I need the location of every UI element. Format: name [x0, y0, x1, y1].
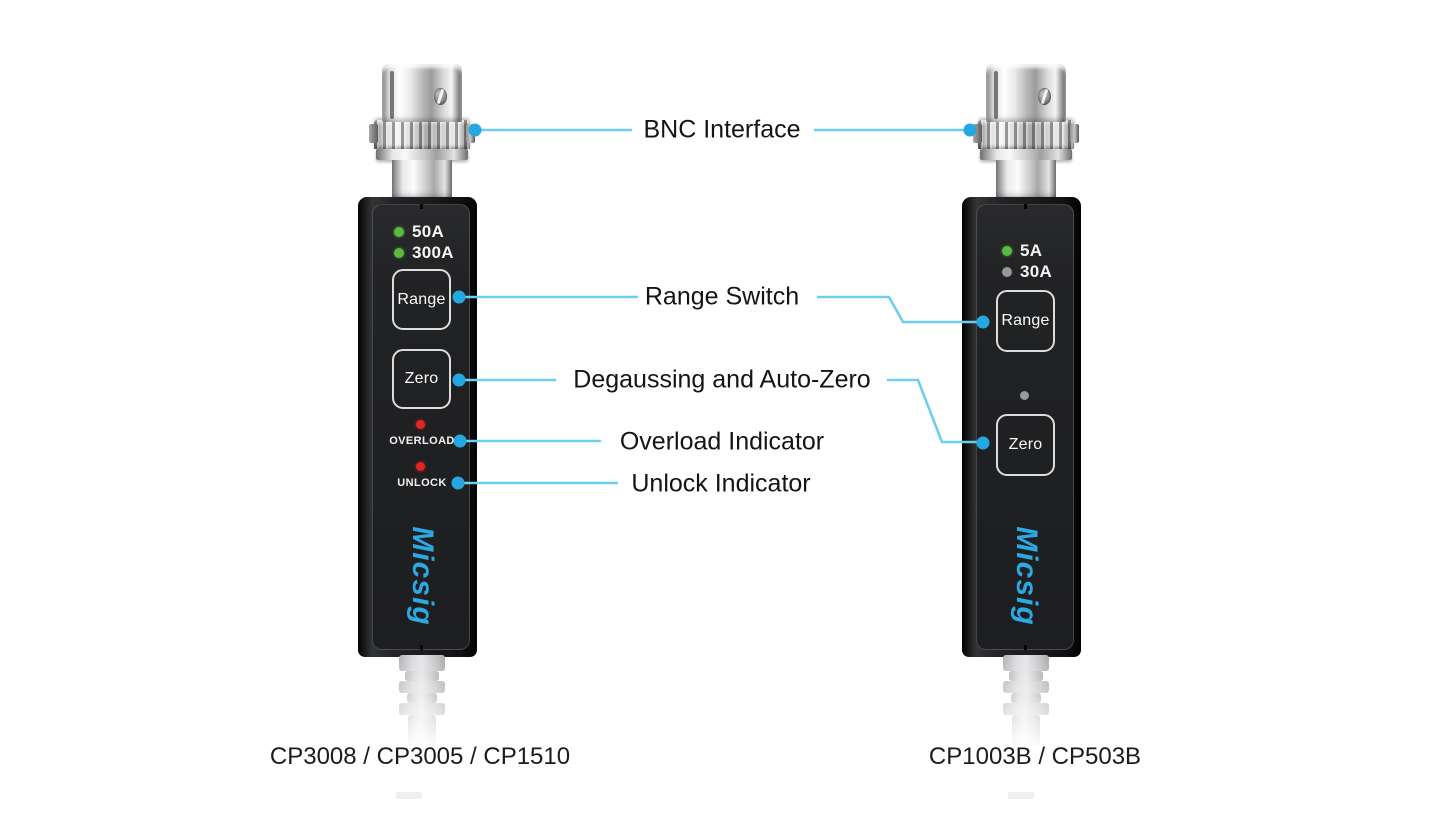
unlock-led [416, 462, 425, 471]
led-30a [1002, 267, 1012, 277]
zero-button-label: Zero [404, 370, 439, 387]
range-led-row: 30A [1002, 262, 1053, 281]
unlock-label: UNLOCK [397, 477, 447, 489]
range-led-row: 300A [394, 243, 454, 262]
bnc-coupling-ring [978, 120, 1074, 149]
range-line-right [817, 295, 981, 324]
panel-seam [1024, 204, 1027, 209]
overload-label: OVERLOAD [389, 435, 455, 447]
unlock-indicator-label: Unlock Indicator [631, 469, 811, 498]
bnc-bayonet-lug [466, 124, 475, 143]
bnc-flange [980, 149, 1072, 160]
panel-seam [1024, 645, 1027, 650]
cable-reflection [396, 792, 422, 799]
caption-right-models: CP1003B / CP503B [928, 743, 1142, 770]
bnc-bayonet-lug [973, 124, 982, 143]
cable-fade [380, 658, 464, 778]
bnc-flange [376, 149, 468, 160]
bnc-connector-top [382, 64, 462, 122]
bnc-slot [390, 71, 394, 119]
led-label-5a: 5A [1020, 241, 1043, 260]
caption-left-models: CP3008 / CP3005 / CP1510 [269, 743, 571, 770]
micsig-logo: Micsig [1010, 526, 1043, 626]
bnc-bayonet-lug [369, 124, 378, 143]
bnc-bayonet-lug [1070, 124, 1079, 143]
range-switch-label: Range Switch [644, 282, 800, 311]
led-label-50a: 50A [412, 222, 445, 241]
bnc-coupling-ring [374, 120, 470, 149]
range-button: Range [392, 269, 451, 330]
led-300a [394, 248, 404, 258]
range-button: Range [996, 290, 1055, 352]
led-5a [1002, 246, 1012, 256]
bnc-pin-detail [1038, 88, 1051, 105]
cable-fade [984, 658, 1068, 778]
bnc-barrel [392, 160, 452, 200]
bnc-interface-label: BNC Interface [643, 115, 801, 144]
led-label-300a: 300A [412, 243, 454, 262]
cable-reflection [1008, 792, 1034, 799]
probe-body: 50A 300A Range Zero OVERLOAD UNLOCK Mics… [358, 197, 477, 657]
bnc-connector-top [986, 64, 1066, 122]
range-button-label: Range [397, 290, 446, 308]
micsig-logo: Micsig [406, 526, 439, 626]
led-label-30a: 30A [1020, 262, 1053, 281]
probe-left: 50A 300A Range Zero OVERLOAD UNLOCK Mics… [358, 62, 486, 802]
bnc-barrel [996, 160, 1056, 200]
zero-button: Zero [392, 349, 451, 409]
bnc-pin-detail [434, 88, 447, 105]
panel-seam [420, 645, 423, 650]
range-led-row: 5A [1002, 241, 1043, 260]
overload-indicator-label: Overload Indicator [619, 427, 825, 456]
probe-right: 5A 30A Range Zero Micsig [962, 62, 1090, 802]
range-led-row: 50A [394, 222, 445, 241]
degaussing-auto-zero-label: Degaussing and Auto-Zero [573, 365, 871, 394]
zero-button: Zero [996, 414, 1055, 476]
panel-seam [420, 204, 423, 209]
probe-front-panel: 5A 30A Range Zero Micsig [976, 204, 1074, 650]
range-button-label: Range [1001, 312, 1050, 329]
zero-status-led [1020, 391, 1029, 400]
zero-button-label: Zero [1008, 436, 1043, 453]
led-50a [394, 227, 404, 237]
bnc-slot [994, 71, 998, 119]
overload-led [416, 420, 425, 429]
probe-front-panel: 50A 300A Range Zero OVERLOAD UNLOCK Mics… [372, 204, 470, 650]
probe-body: 5A 30A Range Zero Micsig [962, 197, 1081, 657]
